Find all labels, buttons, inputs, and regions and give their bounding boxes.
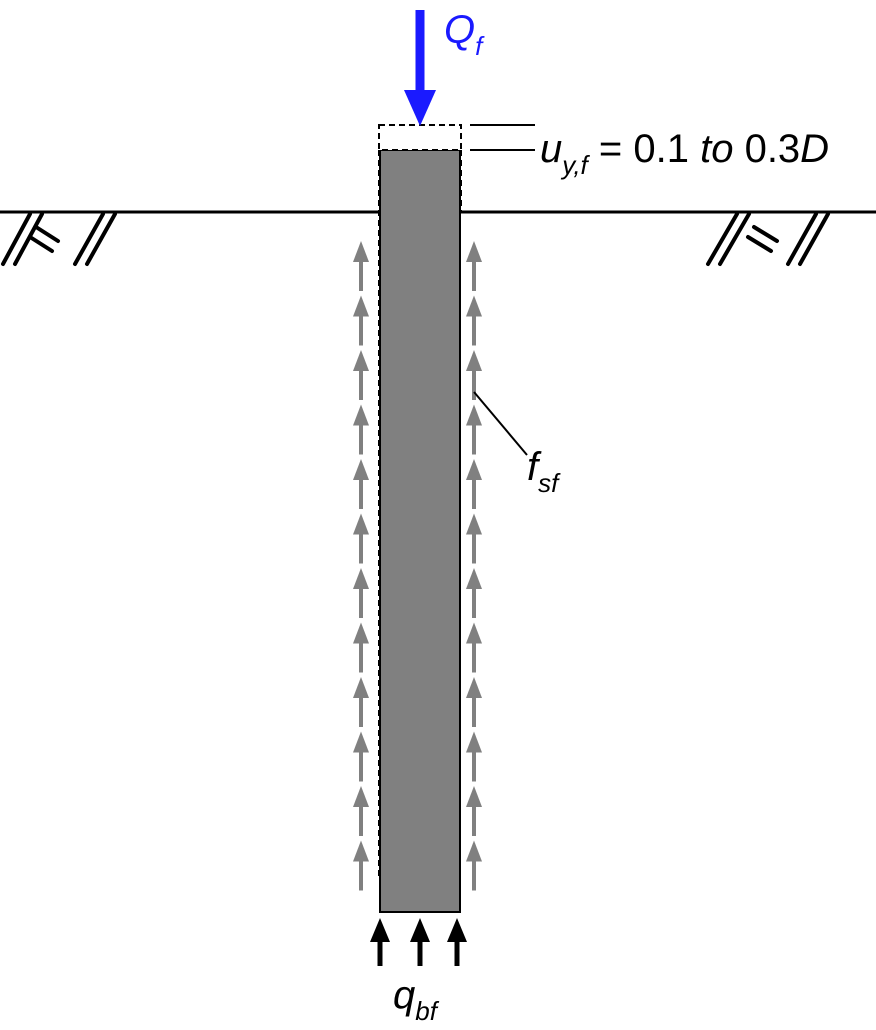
arrow-up-icon: [353, 677, 369, 727]
arrow-down-icon: [404, 10, 436, 126]
base-symbol: q: [393, 973, 415, 1017]
base-subscript: bf: [415, 996, 439, 1026]
arrow-up-icon: [353, 786, 369, 836]
displacement-equals: = 0.1: [588, 127, 700, 171]
load-subscript: f: [475, 31, 485, 61]
arrow-up-icon: [353, 241, 369, 291]
arrow-up-icon: [466, 677, 482, 727]
arrow-up-icon: [353, 404, 369, 455]
arrow-up-icon: [466, 404, 482, 455]
displacement-unit-symbol: D: [800, 127, 829, 171]
base-label: qbf: [393, 973, 440, 1026]
arrow-up-icon: [466, 350, 482, 400]
displacement-to-word: to: [700, 127, 733, 171]
arrow-up-icon: [466, 568, 482, 618]
arrow-up-icon: [466, 840, 482, 891]
arrow-up-icon: [353, 295, 369, 346]
arrow-up-icon: [466, 622, 482, 673]
base-resistance-arrows: [370, 918, 467, 966]
arrow-up-icon: [466, 459, 482, 509]
friction-arrows-right: [466, 241, 482, 891]
arrow-up-icon: [353, 513, 369, 564]
friction-label: fsf: [527, 445, 561, 498]
friction-arrows-left: [353, 241, 369, 891]
arrow-up-icon: [353, 622, 369, 673]
arrow-up-icon: [466, 731, 482, 782]
pile-shaft: [379, 149, 461, 913]
arrow-up-icon: [370, 918, 390, 966]
arrow-up-icon: [353, 350, 369, 400]
arrow-up-icon: [447, 918, 467, 966]
friction-subscript: sf: [538, 468, 561, 498]
arrow-up-icon: [466, 241, 482, 291]
friction-leader-line: [473, 391, 528, 456]
arrow-up-icon: [466, 786, 482, 836]
displacement-subscript: y,f: [560, 150, 590, 180]
soil-hatch-icon: [706, 212, 830, 266]
arrow-up-icon: [353, 568, 369, 618]
pile-original-top-outline: [378, 124, 462, 151]
arrow-up-icon: [410, 918, 430, 966]
load-symbol: Q: [444, 8, 475, 52]
arrow-up-icon: [353, 840, 369, 891]
arrow-up-icon: [466, 513, 482, 564]
arrow-up-icon: [353, 731, 369, 782]
load-label: Qf: [444, 8, 485, 61]
arrow-up-icon: [353, 459, 369, 509]
displacement-label: uy,f = 0.1 to 0.3D: [540, 127, 829, 180]
displacement-symbol: u: [540, 127, 562, 171]
displacement-value: 0.3: [733, 127, 800, 171]
arrow-up-icon: [466, 295, 482, 346]
soil-hatch-icon: [1, 212, 117, 266]
